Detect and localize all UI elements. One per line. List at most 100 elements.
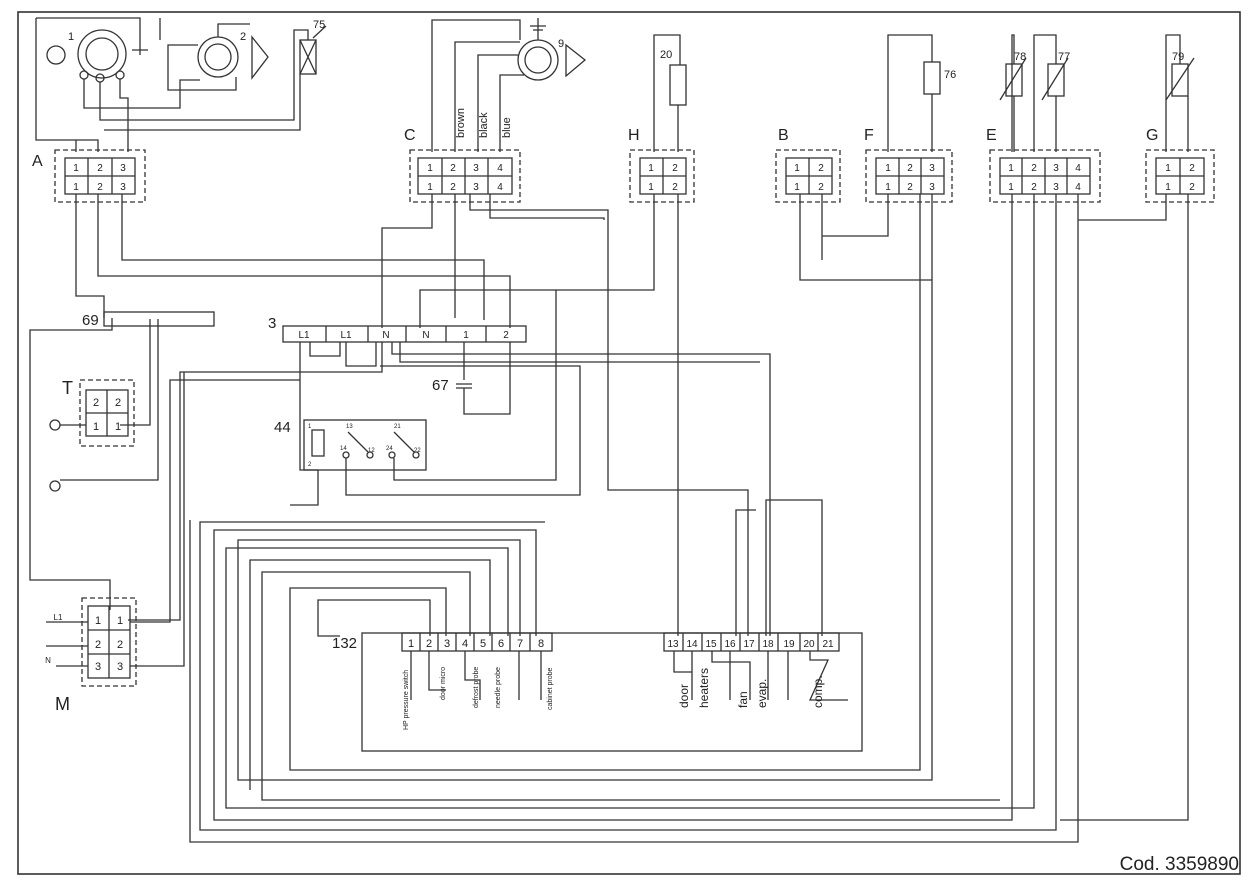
pin-label: 1	[648, 163, 654, 174]
label-door: door	[677, 684, 691, 708]
major-component-numbers: 69 3 67 44 132	[82, 312, 449, 652]
label-evap: evap.	[755, 679, 769, 708]
component-label-44: 44	[274, 419, 291, 436]
pin-label: 1	[794, 163, 800, 174]
connector-F	[865, 149, 953, 203]
controller-pin: 21	[822, 639, 834, 650]
pin-label: 2	[818, 163, 824, 174]
connector-G-letter: G	[1146, 127, 1158, 144]
component-label-3: 3	[268, 315, 276, 332]
label-comp: comp.	[811, 675, 825, 708]
probe-79	[1171, 63, 1189, 97]
heater-20	[669, 64, 687, 106]
pin-label: 4	[1075, 163, 1081, 174]
wire-label-brown: brown	[455, 108, 467, 138]
ground-symbol-T	[49, 419, 61, 431]
label-cabinet-probe: cabinet probe	[547, 667, 554, 710]
pin-label: 1	[95, 615, 101, 627]
switch-pin-2: 2	[308, 462, 312, 468]
component-label-132: 132	[332, 635, 357, 652]
wire-color-labels: brown black blue	[455, 108, 513, 138]
pin-label: 2	[1031, 163, 1037, 174]
label-needle-probe: needle probe	[495, 667, 502, 708]
pin-label: 1	[648, 182, 654, 193]
connector-H-letter: H	[628, 127, 640, 144]
controller-right-pins: 13 14 15 16 17 18 19 20 21	[667, 639, 834, 650]
plug-M-pins: 1 2 3 1 2 3 L1 N	[45, 613, 123, 673]
pin-label: 3	[1053, 182, 1059, 193]
pin-label: 2	[907, 182, 913, 193]
plug-T	[79, 379, 135, 447]
pin-label: 3	[473, 163, 479, 174]
controller-pin: 18	[762, 639, 774, 650]
component-label-78: 78	[1014, 51, 1026, 63]
switch-44	[303, 419, 427, 471]
outer-border	[17, 11, 1241, 875]
pin-label: 2	[450, 182, 456, 193]
pin-label: 3	[120, 163, 126, 174]
pin-label: 2	[95, 639, 101, 651]
pin-label: 2	[672, 163, 678, 174]
switch-pin-24: 24	[386, 446, 393, 452]
line-label-N: N	[45, 656, 51, 665]
component-label-9: 9	[558, 38, 564, 50]
connector-A	[54, 149, 146, 203]
pin-label: 1	[115, 421, 121, 433]
terminal-label: N	[422, 330, 429, 341]
wire-label-blue: blue	[501, 117, 513, 138]
label-fan: fan	[736, 691, 750, 708]
controller-pin: 6	[498, 638, 504, 650]
pin-label: 2	[450, 163, 456, 174]
condenser-fan-motor-2	[197, 36, 239, 78]
pin-label: 1	[1008, 182, 1014, 193]
pin-label: 3	[117, 661, 123, 673]
document-code: Cod. 3359890	[1119, 854, 1239, 875]
evaporator-fan-motor-9	[517, 39, 559, 81]
controller-pin: 2	[426, 638, 432, 650]
pin-label: 4	[497, 182, 503, 193]
pin-label: 1	[427, 163, 433, 174]
pin-label: 3	[929, 163, 935, 174]
switch-pin-14: 14	[340, 446, 347, 452]
controller-pin: 16	[724, 639, 736, 650]
pin-label: 1	[73, 182, 79, 193]
compressor-motor-1	[77, 29, 127, 79]
pin-label: 2	[93, 397, 99, 409]
controller-pin: 15	[705, 639, 717, 650]
pin-label: 1	[93, 421, 99, 433]
plug-T-letter: T	[62, 378, 73, 398]
component-label-77: 77	[1058, 51, 1070, 63]
component-label-69: 69	[82, 312, 99, 329]
pin-label: 2	[97, 163, 103, 174]
component-numbers: 1 2 9 75 20 76 78 77 79	[68, 19, 1184, 81]
component-label-75: 75	[313, 19, 325, 31]
pin-label: 1	[1165, 163, 1171, 174]
connector-A-letter: A	[32, 153, 43, 170]
controller-pin: 8	[538, 638, 544, 650]
terminal-label: 2	[503, 330, 509, 341]
switch-44-labels: 13 12 14 21 24 22 1 2	[308, 424, 421, 468]
controller-left-pins: 1 2 3 4 5 6 7 8	[408, 638, 544, 650]
component-label-2: 2	[240, 31, 246, 43]
connector-C-letter: C	[404, 127, 416, 144]
controller-pin: 19	[783, 639, 795, 650]
controller-pin: 13	[667, 639, 679, 650]
pin-label: 1	[794, 182, 800, 193]
pin-label: 2	[115, 397, 121, 409]
connector-B-letter: B	[778, 127, 789, 144]
controller-pin: 1	[408, 638, 414, 650]
line-label-L1: L1	[54, 613, 63, 622]
controller-left-labels: HP pressure switch door micro defrost pr…	[403, 667, 554, 730]
pin-label: 1	[885, 182, 891, 193]
terminal-block-labels: L1 L1 N N 1 2	[298, 330, 509, 341]
ground-symbol-2	[49, 480, 61, 492]
switch-pin-13: 13	[346, 424, 353, 430]
connector-E	[989, 149, 1101, 203]
component-label-1: 1	[68, 31, 74, 43]
terminal-label: N	[382, 330, 389, 341]
pin-label: 2	[818, 182, 824, 193]
plug-M	[81, 597, 137, 687]
label-heaters: heaters	[697, 668, 711, 708]
